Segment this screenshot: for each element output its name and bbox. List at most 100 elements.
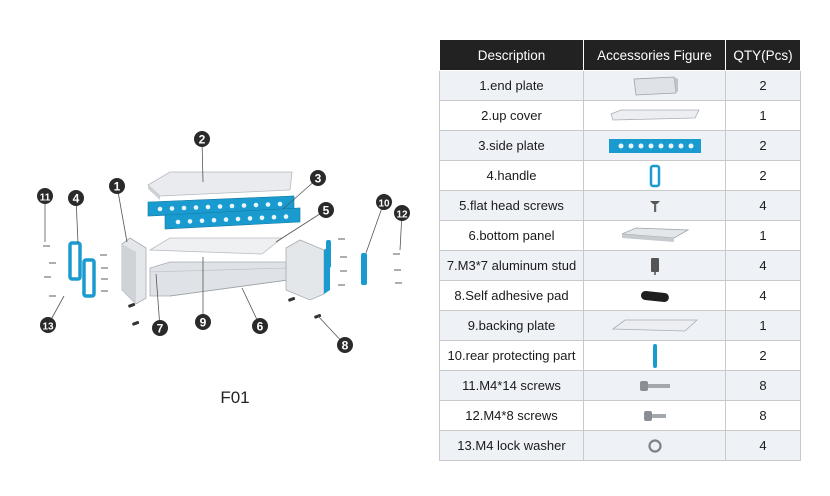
callout-13: 13 [40,317,56,333]
row-qty: 4 [725,280,801,311]
screws-group [43,238,402,297]
row-figure [583,280,726,311]
row-description: 2.up cover [439,100,584,131]
table-row: 12.M4*8 screws 8 [439,400,801,431]
bottom-panel-icon [621,227,689,242]
lock-washer-icon [647,438,662,453]
row-description: 10.rear protecting part [439,340,584,371]
flat-head-screw-icon [649,200,660,212]
exploded-view-diagram: 1 2 3 4 5 6 7 8 9 10 11 12 13 [37,131,410,353]
bottom-panel-part [149,261,291,297]
row-qty: 1 [725,220,801,251]
row-qty: 8 [725,400,801,431]
row-description: 11.M4*14 screws [439,370,584,401]
row-figure [583,70,726,101]
table-row: 3.side plate 2 [439,130,801,161]
row-figure [583,400,726,431]
callout-5: 5 [318,202,334,218]
svg-text:5: 5 [323,204,330,218]
row-figure [583,160,726,191]
svg-text:7: 7 [157,322,164,336]
row-figure [583,370,726,401]
callout-12: 12 [394,205,410,221]
rear-protecting-part-icon [652,343,657,368]
end-plate-left [121,237,147,305]
parts-table: Description Accessories Figure QTY(Pcs) … [439,39,801,461]
row-qty: 1 [725,310,801,341]
svg-text:3: 3 [315,172,322,186]
header-qty: QTY(Pcs) [725,39,801,71]
up-cover-part [147,171,293,200]
row-qty: 8 [725,370,801,401]
row-description: 4.handle [439,160,584,191]
adhesive-pad-icon [640,290,669,302]
row-figure [583,130,726,161]
row-figure [583,430,726,461]
svg-text:12: 12 [396,210,408,221]
row-figure [583,220,726,251]
m4x8-screw-icon [643,410,666,421]
m4x14-screw-icon [639,380,670,391]
svg-text:11: 11 [40,193,51,204]
row-qty: 4 [725,250,801,281]
end-plate-icon [633,76,678,95]
svg-text:1: 1 [114,180,121,194]
end-plate-right [285,239,330,301]
row-qty: 2 [725,130,801,161]
handle-part [68,241,96,298]
row-qty: 4 [725,430,801,461]
svg-text:10: 10 [378,199,390,210]
row-qty: 1 [725,100,801,131]
row-figure [583,190,726,221]
callout-8: 8 [337,337,353,353]
callout-4: 4 [68,190,84,206]
backing-plate-part [148,237,284,255]
row-description: 9.backing plate [439,310,584,341]
row-description: 6.bottom panel [439,220,584,251]
row-qty: 2 [725,70,801,101]
callout-6: 6 [252,318,268,334]
table-row: 8.Self adhesive pad 4 [439,280,801,311]
table-row: 1.end plate 2 [439,70,801,101]
adhesive-pads [128,296,322,326]
aluminum-stud-icon [650,257,659,275]
row-description: 1.end plate [439,70,584,101]
table-row: 13.M4 lock washer 4 [439,430,801,461]
row-figure [583,310,726,341]
svg-text:9: 9 [200,316,207,330]
handle-icon [649,164,660,187]
up-cover-icon [610,109,700,120]
row-description: 5.flat head screws [439,190,584,221]
table-row: 6.bottom panel 1 [439,220,801,251]
table-row: 2.up cover 1 [439,100,801,131]
table-row: 5.flat head screws 4 [439,190,801,221]
row-qty: 2 [725,340,801,371]
callout-1: 1 [109,178,125,194]
table-row: 10.rear protecting part 2 [439,340,801,371]
row-figure [583,100,726,131]
rear-protecting-part-2 [326,240,331,268]
callout-10: 10 [376,194,392,210]
row-description: 8.Self adhesive pad [439,280,584,311]
row-figure [583,250,726,281]
svg-text:8: 8 [342,339,349,353]
table-row: 11.M4*14 screws 8 [439,370,801,401]
side-plate-part [147,195,301,230]
header-description: Description [439,39,584,71]
row-description: 13.M4 lock washer [439,430,584,461]
callout-9: 9 [195,314,211,330]
row-qty: 4 [725,190,801,221]
svg-text:4: 4 [73,192,80,206]
row-figure [583,340,726,371]
table-row: 9.backing plate 1 [439,310,801,341]
callout-11: 11 [37,188,53,204]
side-plate-icon [608,138,701,153]
svg-text:2: 2 [199,133,206,147]
table-header-row: Description Accessories Figure QTY(Pcs) [439,39,801,71]
header-figure: Accessories Figure [583,39,726,71]
table-row: 7.M3*7 aluminum stud 4 [439,250,801,281]
callout-7: 7 [152,320,168,336]
row-description: 7.M3*7 aluminum stud [439,250,584,281]
row-qty: 2 [725,160,801,191]
callout-2: 2 [194,131,210,147]
